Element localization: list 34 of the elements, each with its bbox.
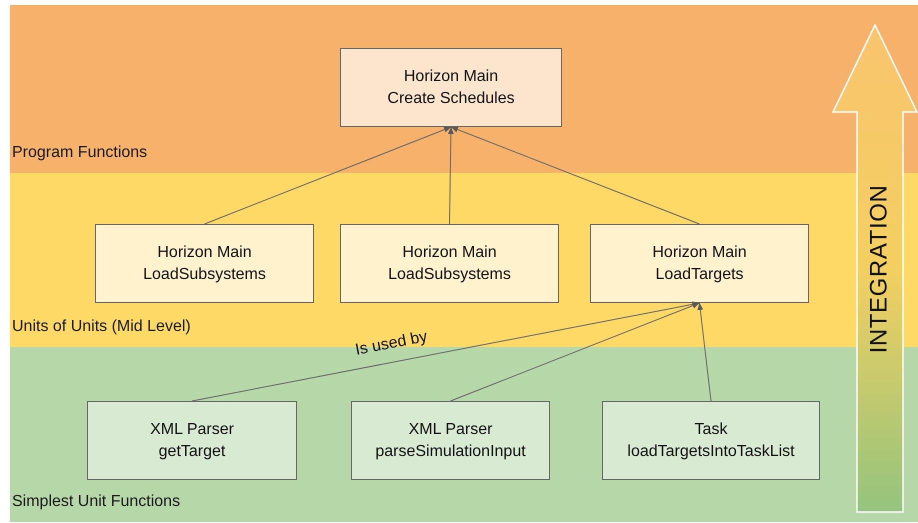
function-name: loadTargetsIntoTaskList (627, 442, 795, 462)
level-label: Simplest Unit Functions (12, 492, 180, 512)
function-name: Horizon Main (157, 242, 252, 262)
function-box (340, 48, 562, 127)
function-name: LoadSubsystems (143, 264, 266, 284)
function-name: Horizon Main (402, 242, 497, 262)
edge-label: Is used by (353, 327, 430, 361)
function-name: LoadSubsystems (388, 264, 511, 284)
function-box (340, 224, 559, 303)
function-box (95, 224, 314, 303)
level-label: Units of Units (Mid Level) (12, 317, 191, 337)
arrow (448, 126, 454, 224)
function-box (351, 401, 550, 480)
level-band (10, 5, 918, 173)
function-name: Task (694, 420, 728, 440)
function-name: Horizon Main (404, 66, 498, 86)
arrow (450, 126, 700, 224)
function-name: parseSimulationInput (375, 442, 526, 462)
function-box (87, 401, 297, 480)
function-box (602, 401, 820, 480)
function-name: Create Schedules (387, 88, 515, 108)
function-name: XML Parser (150, 420, 234, 440)
function-name: Horizon Main (652, 242, 747, 262)
function-name: getTarget (158, 442, 226, 462)
arrow (697, 302, 712, 402)
integration-arrow (832, 24, 918, 513)
arrow (204, 126, 452, 224)
integration-label: INTEGRATION (864, 184, 893, 353)
arrow (450, 302, 700, 402)
arrow (192, 301, 700, 402)
function-name: XML Parser (408, 420, 492, 440)
function-box (590, 224, 809, 303)
level-label: Program Functions (12, 143, 148, 163)
function-name: LoadTargets (655, 264, 744, 284)
